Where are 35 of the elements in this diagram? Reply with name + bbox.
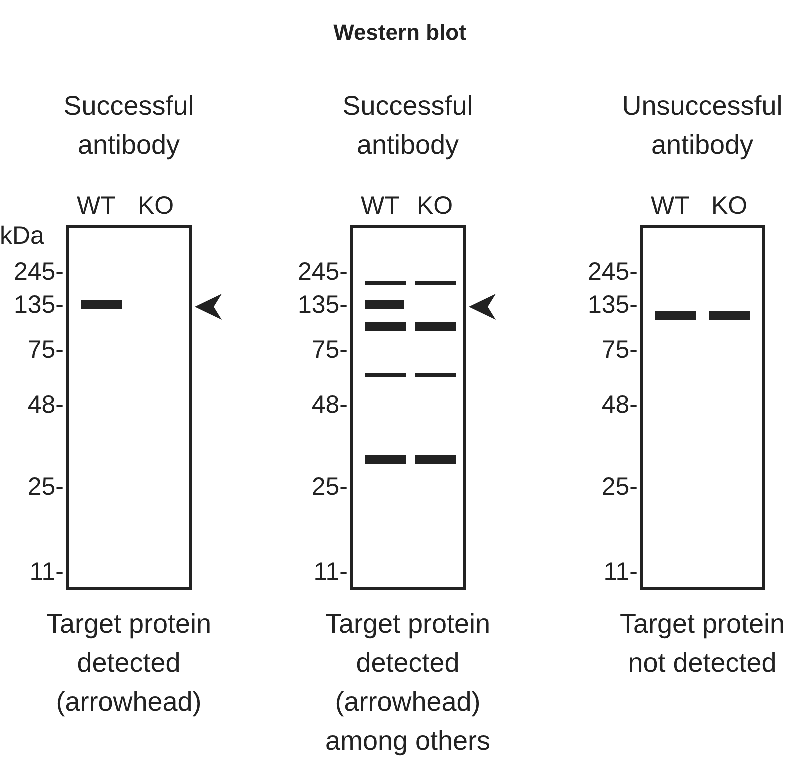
size-marker: 48-	[312, 391, 348, 419]
antibody-heading: Successful antibody	[62, 90, 196, 162]
size-marker: 135-	[14, 291, 64, 319]
size-marker: 48-	[602, 391, 638, 419]
size-marker: 135-	[298, 291, 348, 319]
result-caption: Target protein detected (arrowhead) among others	[324, 608, 492, 757]
result-caption: Target protein detected (arrowhead)	[45, 608, 213, 719]
antibody-heading: Successful antibody	[342, 90, 474, 162]
blot-membrane	[350, 225, 466, 590]
size-marker: 135-	[588, 291, 638, 319]
size-marker: 245-	[14, 258, 64, 286]
size-marker: 25-	[28, 473, 64, 501]
lane-label: KO	[712, 192, 748, 220]
size-marker: 245-	[588, 258, 638, 286]
unit-label: kDa	[0, 222, 44, 250]
size-marker: 11-	[314, 558, 348, 586]
size-marker: 75-	[312, 336, 348, 364]
size-marker: 11-	[30, 558, 64, 586]
antibody-heading: Unsuccessful antibody	[621, 90, 784, 162]
blot-membrane	[66, 225, 192, 590]
result-caption: Target protein not detected	[618, 608, 786, 680]
lane-label: KO	[138, 192, 174, 220]
lane-label: WT	[361, 192, 400, 220]
diagram-title: Western blot	[332, 20, 468, 46]
size-marker: 25-	[602, 473, 638, 501]
lane-label: WT	[651, 192, 690, 220]
lane-label: KO	[417, 192, 454, 220]
size-marker: 245-	[298, 258, 348, 286]
lane-label: WT	[77, 192, 116, 220]
size-marker: 25-	[312, 473, 348, 501]
size-marker: 48-	[28, 391, 64, 419]
size-marker: 75-	[28, 336, 64, 364]
size-marker: 75-	[602, 336, 638, 364]
size-marker: 11-	[604, 558, 638, 586]
blot-membrane	[640, 225, 765, 590]
